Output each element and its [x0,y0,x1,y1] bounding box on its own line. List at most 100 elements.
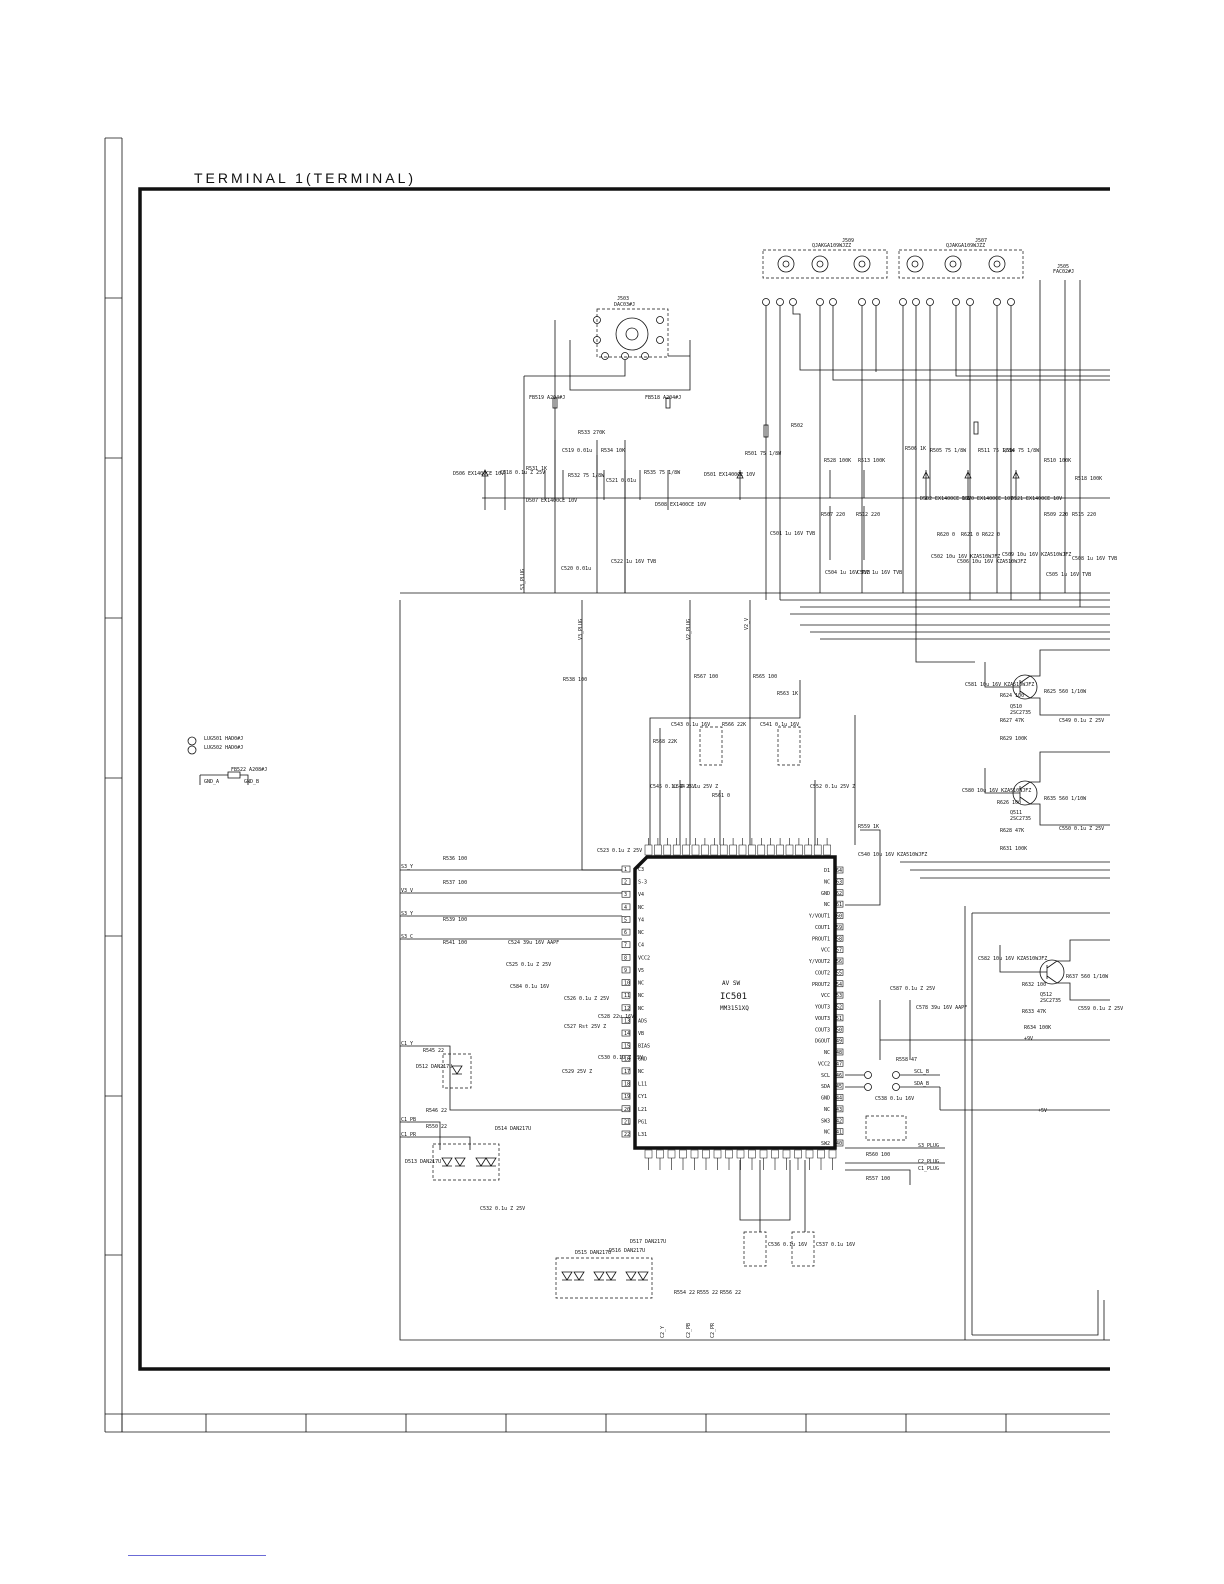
ic-right-pin-label: NC [824,879,830,885]
ic-bottom-pin-box [690,1149,699,1159]
r629-label: R629 100K [1000,736,1027,742]
d508-label: D508 EX1400CE 10V [655,502,706,508]
fb518-label: FB518 A204#J [645,395,681,401]
ic-top-pin-box [813,844,822,856]
r533-label: R533 270K [578,430,605,436]
c541-label: C541 0.1u 16V [760,722,799,728]
ic-left-pin-number: 12 [624,1006,630,1012]
ic-left-pin-number: 4 [624,905,627,911]
net-s3plug: S3_PLUG [918,1143,939,1149]
q510-label: Q510 [1010,704,1022,710]
ic-right-pin-number: 49 [836,1039,842,1045]
ic-right-pin-label: DGOUT [815,1039,830,1045]
ic-bottom-pin-box [748,1149,756,1159]
r539-label: R539 100 [443,917,467,923]
r507-label: R507 220 [821,512,845,518]
r560-label: R560 100 [866,1152,890,1158]
d514-label: D514 DAN217U [495,1126,531,1132]
c529-label: C529 25V Z [562,1069,592,1075]
net-c2pr: C2_PR [710,1322,716,1338]
c501-label: C501 1u 16V TVB [770,531,815,537]
r563-label: R563 1K [777,691,798,697]
r535-label: R535 75 1/8W [644,470,681,476]
c543-label: C543 0.1u 16V [671,722,710,728]
jack-j509: J509 QJAKGA109WJZZ [762,238,888,306]
r632-label: R632 100 [1022,982,1046,988]
net-plus9v: +9V [1024,1036,1033,1042]
lug-block: LUG501 HAD0#J LUG502 HAD0#J FB522 A208#J… [187,736,267,785]
ic-left-pin-number: 10 [624,981,630,987]
ic-right-pin-box [834,1003,844,1010]
ic-right-pin-box [834,1128,844,1135]
ic-right-pin-number: 51 [836,1016,842,1022]
r505-label: R505 75 1/8W [930,448,967,454]
ic-left-pin-box [621,1092,631,1100]
ic-left-pin-number: 21 [624,1119,630,1125]
ic-right-pin-label: D1 [824,868,830,874]
ic-right-pin-number: 47 [836,1061,842,1067]
c504-label: C504 1u 16V TVB [825,570,870,576]
jack-j507: J507 QJAKGA109WJZZ [898,238,1024,306]
j505-part: FAC02#J [1053,269,1074,275]
ic-left-pin-number: 13 [624,1018,630,1024]
q512-label: Q512 [1040,992,1052,998]
c587-label: C587 0.1u Z 25V [890,986,935,992]
ic-right-pin-number: 42 [836,1118,842,1124]
r506-label: R506 1K [905,446,926,452]
buffer-q510: C581 10u 16V KZA510WJFZ R624 100 R627 47… [965,649,1110,742]
ic-top-pin-box [701,844,709,856]
r625-label: R625 560 1/10W [1044,689,1087,695]
ic-right-pin-number: 43 [836,1107,842,1113]
ic-right-pin-number: 50 [836,1027,842,1033]
ic-left-pin-box [621,890,631,898]
r528-label: R528 100K [824,458,851,464]
c530-label: C530 0.1u Z 25V [598,1055,643,1061]
d521-label: D521 EX1400CE 10V [1011,496,1062,502]
d501-label: D501 EX1400CE 10V [704,472,755,478]
ic-left-pin-box [621,991,631,999]
ic-right-pin-box [834,1116,844,1124]
j507-part: QJAKGA109WJZZ [946,243,985,249]
ic-left-pin-number: 6 [624,930,627,936]
vertical-net-labels: S3_PLUG V3_PLUG V2_PLUG V2_V C2_Y C2_PB … [520,569,750,1338]
ic-left-pin-number: 11 [624,993,630,999]
c527-label: C527 Rst 25V Z [564,1024,606,1030]
ic-left-pin-label: ADS [638,1018,647,1024]
ic-bottom-pin-box [805,1149,814,1159]
r545-label: R545 22 [423,1048,444,1054]
ic-top-pin-box [710,844,719,856]
ic-right-pin-label: YOUT3 [815,1005,830,1011]
ic-left-pin-number: 22 [624,1132,630,1138]
ic-right-pin-number: 63 [836,879,842,885]
ic-right-pin-label: Y/VOUT2 [809,959,830,965]
j507-ref: J507 [975,238,987,244]
ic-left-pin-label: L31 [638,1132,647,1138]
net-c1plug: C1_PLUG [918,1166,939,1172]
c536-label: C536 0.1u 16V [768,1242,807,1248]
ic-top-pin-box [748,844,756,856]
net-v2plug: V2_PLUG [686,619,692,640]
c508-label: C508 1u 16V TVB [1072,556,1117,562]
ic-bottom-pin-box [667,1149,676,1159]
ic-bottom-pin-box [644,1149,653,1159]
ic-left-pin-box [621,1105,631,1113]
ic-right-pin-number: 56 [836,959,842,965]
r534-label: R534 10K [601,448,625,454]
r631-label: R631 100K [1000,846,1027,852]
ic-right-pin-box [834,991,844,999]
ic-left-pin-label: C3 [638,867,644,873]
ic-ref: IC501 [720,992,747,1002]
ic-left-pin-box [621,1118,631,1125]
ic-left-pin-box [621,954,631,961]
r541-label: R541 100 [443,940,467,946]
ic-bottom-pin-box [736,1149,745,1159]
j509-ref: J509 [842,238,854,244]
ic-right-pin-box [834,980,844,988]
r624-label: R624 100 [1000,693,1024,699]
input-protection-left: D506 EX1400CE 10V C518 0.1u Z 25V R531 1… [453,395,706,593]
r501-label: R501 75 1/8W [745,451,782,457]
r621-label: R621 0 [961,532,979,538]
j503-ref: J503 [617,296,629,302]
ic-right-pin-box [834,1014,844,1022]
